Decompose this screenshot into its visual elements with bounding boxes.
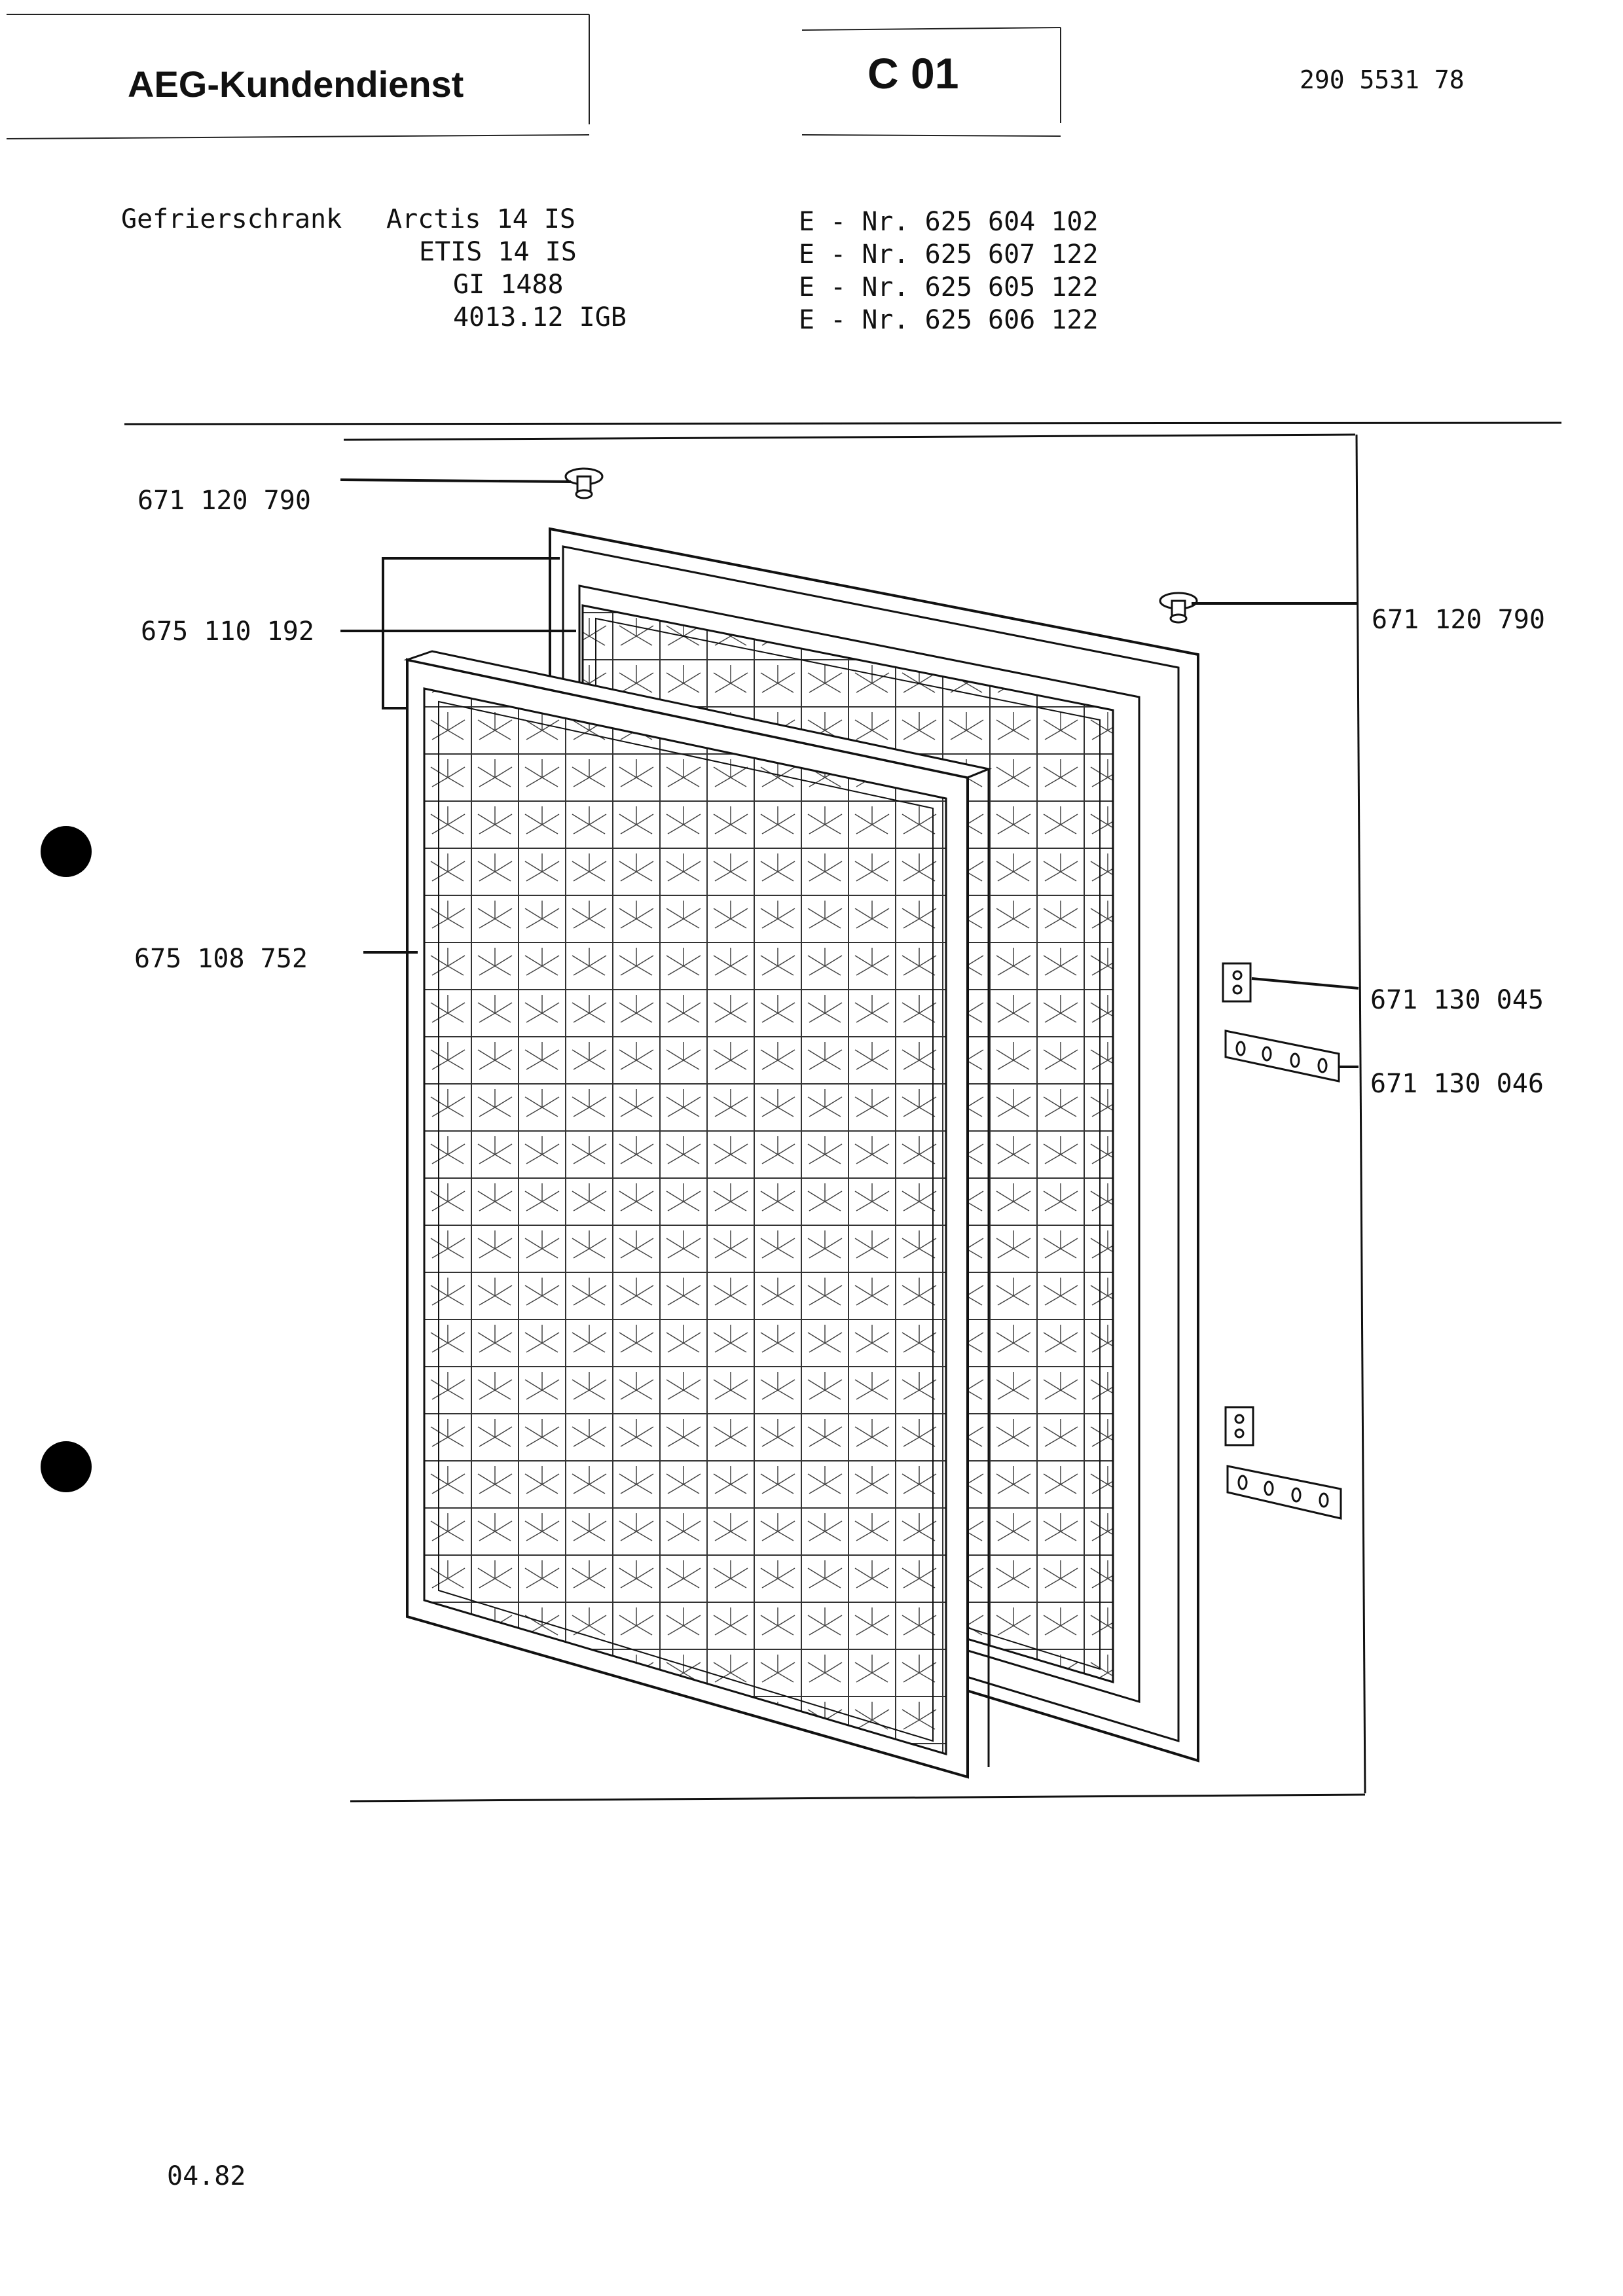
section-code: C 01: [867, 49, 959, 98]
part-label: 671 130 046: [1370, 1069, 1544, 1099]
section-frame: [124, 422, 1562, 1803]
part-label: 671 120 790: [137, 486, 311, 516]
punch-hole: [41, 1441, 92, 1492]
footer-date: 04.82: [167, 2161, 246, 2191]
e-number: E - Nr. 625 607 122: [799, 240, 1099, 270]
header-rules: [6, 14, 1061, 139]
model-name: 4013.12 IGB: [453, 302, 627, 332]
appliance-type: Gefrierschrank: [121, 204, 342, 234]
hinge-pin-top-right: [1159, 592, 1198, 624]
brand-title: AEG-Kundendienst: [128, 63, 464, 105]
hinge-plate-lower: [1226, 1465, 1342, 1520]
part-label: 675 110 192: [141, 617, 314, 647]
model-name: GI 1488: [453, 270, 564, 300]
part-label: 671 130 045: [1370, 985, 1544, 1015]
model-name: ETIS 14 IS: [419, 237, 577, 267]
part-label: 675 108 752: [134, 944, 308, 974]
part-label: 671 120 790: [1372, 605, 1545, 635]
leader-lines: [340, 478, 1359, 1068]
e-number: E - Nr. 625 604 102: [799, 207, 1099, 237]
punch-hole: [41, 826, 92, 877]
hinge-plate-upper: [1224, 1030, 1340, 1083]
hinge-pin-top-left: [564, 467, 604, 499]
door-gasket-frame: [403, 650, 993, 1779]
hinge-bracket-upper: [1222, 962, 1252, 1003]
e-number: E - Nr. 625 606 122: [799, 305, 1099, 335]
e-number: E - Nr. 625 605 122: [799, 272, 1099, 302]
document-number: 290 5531 78: [1300, 65, 1465, 94]
hinge-bracket-lower: [1224, 1406, 1254, 1446]
model-name: Arctis 14 IS: [386, 204, 575, 234]
